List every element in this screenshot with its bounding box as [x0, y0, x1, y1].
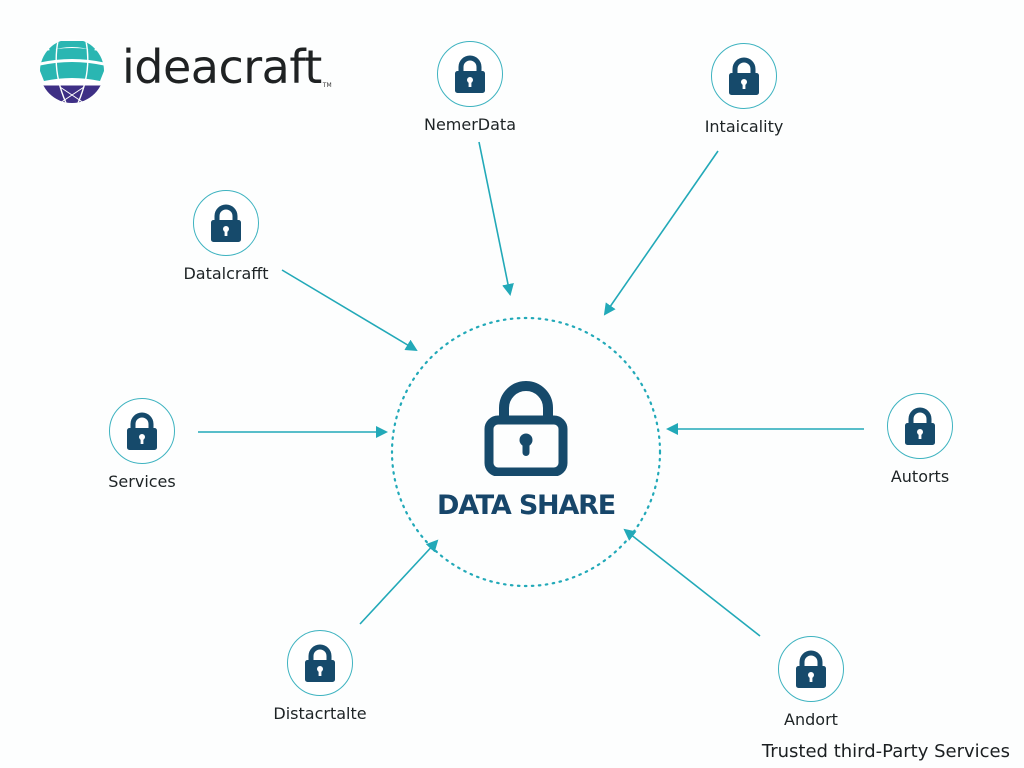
lock-icon: [796, 650, 826, 688]
trademark-mark: TM: [322, 81, 332, 89]
node-intaicality[interactable]: Intaicality: [674, 43, 814, 136]
node-ring: [193, 190, 259, 256]
lock-icon: [127, 412, 157, 450]
hub-dotted-ring: [390, 316, 662, 588]
node-ring: [437, 41, 503, 107]
lock-icon: [729, 57, 759, 95]
hub-title: DATA SHARE: [436, 489, 616, 521]
node-ring: [887, 393, 953, 459]
lock-icon: [455, 55, 485, 93]
node-autorts[interactable]: Autorts: [850, 393, 990, 486]
lock-icon: [211, 204, 241, 242]
node-label: Datalcrafft: [183, 264, 269, 283]
node-label: Services: [108, 472, 176, 491]
node-andort[interactable]: Andort: [741, 636, 881, 729]
node-ring: [778, 636, 844, 702]
data-share-hub: DATA SHARE: [392, 318, 660, 586]
node-services[interactable]: Services: [72, 398, 212, 491]
arrow-datalcrafft: [281, 269, 418, 352]
node-label: Intaicality: [704, 117, 784, 136]
arrow-intaicality: [603, 150, 719, 316]
ideacraft-logo: ideacraft TM: [38, 37, 332, 105]
node-label: NemerData: [423, 115, 517, 134]
node-ring: [287, 630, 353, 696]
node-distacrtalte[interactable]: Distacrtalte: [250, 630, 390, 723]
node-nemerdata[interactable]: NemerData: [400, 41, 540, 134]
node-ring: [109, 398, 175, 464]
lock-icon: [305, 644, 335, 682]
node-label: Autorts: [890, 467, 950, 486]
node-label: Andort: [784, 710, 838, 729]
node-datalcrafft[interactable]: Datalcrafft: [156, 190, 296, 283]
arrow-andort: [623, 528, 761, 637]
globe-logo-icon: [40, 39, 104, 103]
node-ring: [711, 43, 777, 109]
lock-icon: [905, 407, 935, 445]
brand-name: ideacraft: [122, 40, 322, 94]
arrow-nemerdata: [478, 141, 514, 296]
arrow-distacrtalte: [359, 539, 439, 625]
footer-caption: Trusted third-Party Services: [761, 741, 1010, 762]
node-label: Distacrtalte: [273, 704, 367, 723]
lock-icon: [484, 380, 568, 476]
